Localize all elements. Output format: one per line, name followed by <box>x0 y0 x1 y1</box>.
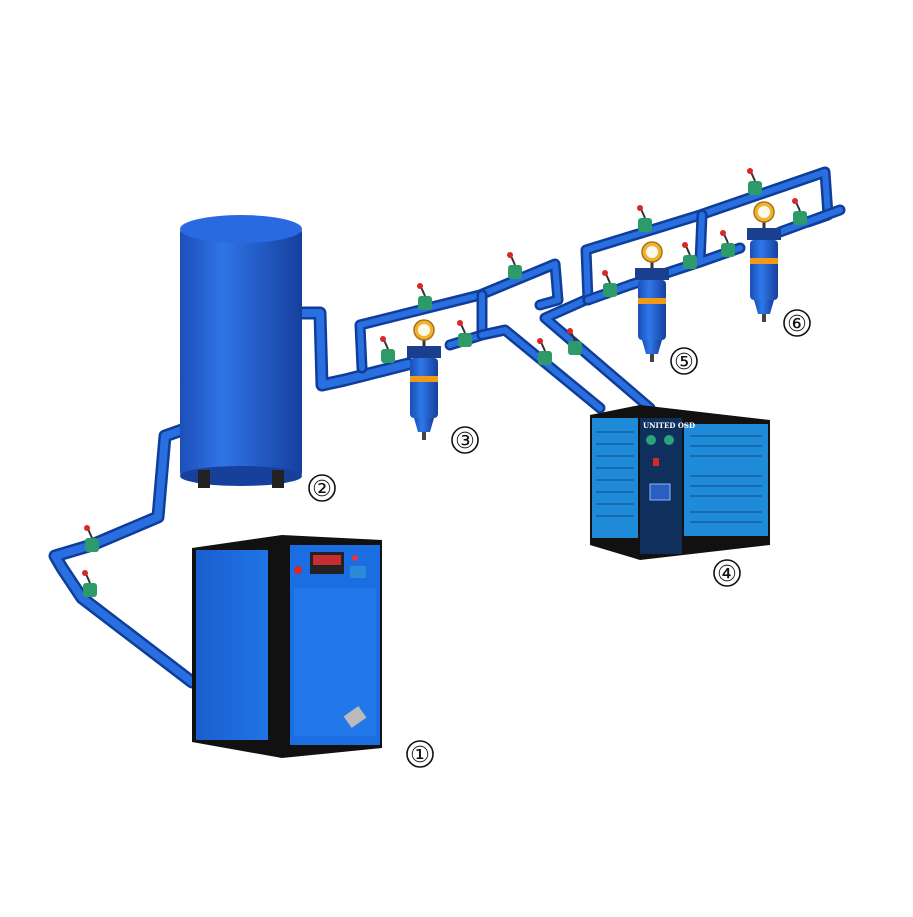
air-receiver-tank-icon <box>180 215 302 488</box>
svg-text:⑥: ⑥ <box>787 312 807 337</box>
ball-valve-icon <box>637 205 652 232</box>
marker-filter-3: ⑥ <box>783 309 811 337</box>
marker-tank: ② <box>308 474 336 502</box>
ball-valve-icon <box>537 338 552 365</box>
svg-text:④: ④ <box>717 562 737 587</box>
component-markers: ① ② ③ ④ ⑤ ⑥ <box>308 309 811 768</box>
ball-valve-icon <box>720 230 735 257</box>
pipe-compressor-to-tank <box>48 423 199 689</box>
svg-text:⑤: ⑤ <box>674 350 694 375</box>
ball-valve-icon <box>602 270 617 297</box>
inline-filter-icon <box>747 201 781 322</box>
ball-valve-icon <box>682 242 697 269</box>
valves <box>82 168 807 597</box>
ball-valve-icon <box>380 336 395 363</box>
marker-dryer: ④ <box>713 559 741 587</box>
dryer-panel-text: UNITED OSD <box>643 421 695 430</box>
ball-valve-icon <box>507 252 522 279</box>
ball-valve-icon <box>82 570 97 597</box>
inline-filter-icon <box>635 241 669 362</box>
marker-filter-2: ⑤ <box>670 347 698 375</box>
ball-valve-icon <box>567 328 582 355</box>
ball-valve-icon <box>747 168 762 195</box>
marker-compressor: ① <box>406 740 434 768</box>
ball-valve-icon <box>417 283 432 310</box>
svg-text:①: ① <box>410 743 430 768</box>
inline-filter-icon <box>407 319 441 440</box>
ball-valve-icon <box>84 525 99 552</box>
svg-text:②: ② <box>312 477 332 502</box>
marker-filter-1: ③ <box>451 426 479 454</box>
air-compressor-icon <box>192 535 382 758</box>
ball-valve-icon <box>457 320 472 347</box>
pressure-gauge-icon <box>646 435 656 445</box>
ball-valve-icon <box>792 198 807 225</box>
pressure-gauge-icon <box>664 435 674 445</box>
refrigerated-dryer-icon: UNITED OSD <box>590 405 770 560</box>
svg-text:③: ③ <box>455 429 475 454</box>
